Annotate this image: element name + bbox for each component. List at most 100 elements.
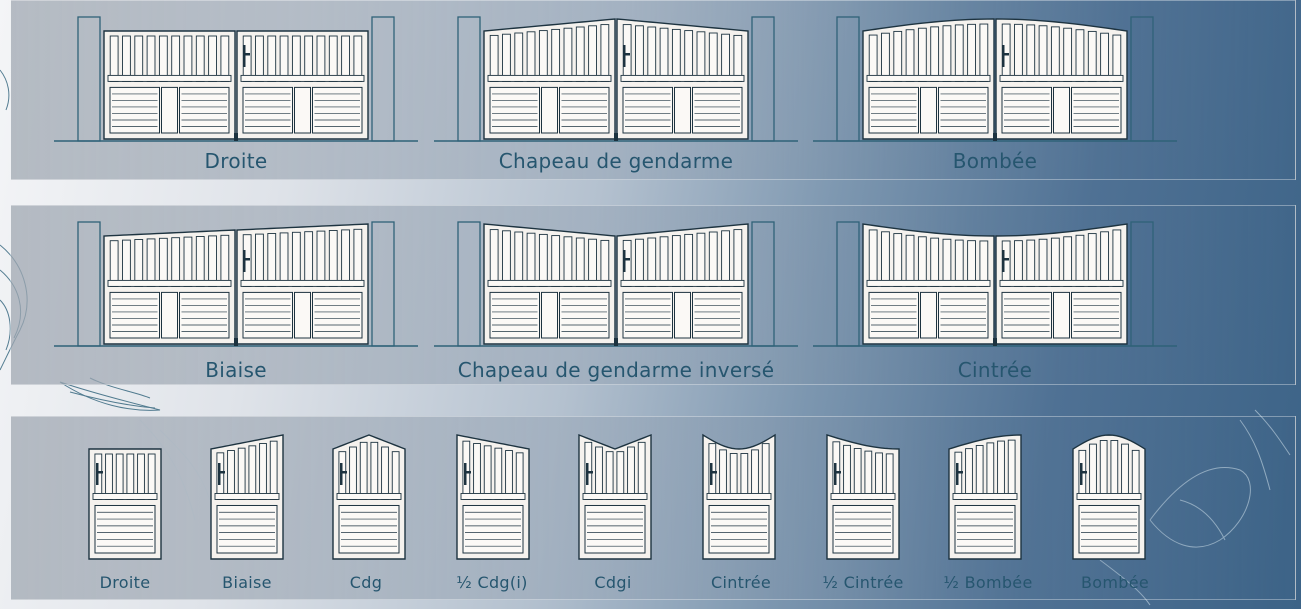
picket xyxy=(588,25,597,82)
lower-panel xyxy=(938,291,989,339)
picket xyxy=(575,26,585,82)
gate-label-droite: Droite xyxy=(204,149,268,173)
handle-icon xyxy=(1002,45,1005,67)
handle-lever-icon xyxy=(340,471,347,474)
picket xyxy=(134,35,144,82)
lower-panel xyxy=(584,504,646,554)
pillar xyxy=(371,16,395,142)
picket xyxy=(1050,26,1060,82)
picket xyxy=(761,443,770,500)
picket xyxy=(514,231,524,287)
row-panel-double-gates-1: Droite Chapeau de gendarme Bombée xyxy=(10,0,1296,180)
handle-lever-icon xyxy=(834,471,841,474)
handle-icon xyxy=(464,463,467,485)
picket xyxy=(115,453,124,500)
handle-icon xyxy=(340,463,343,485)
lower-panel xyxy=(832,504,894,554)
picket xyxy=(1026,24,1036,82)
lower-panel xyxy=(312,86,363,134)
handle-icon xyxy=(586,463,589,485)
rail xyxy=(582,493,648,500)
picket xyxy=(473,443,481,500)
double-gate-drawing xyxy=(434,221,798,347)
lower-panel xyxy=(489,86,540,134)
double-gate-drawing xyxy=(813,221,1177,347)
row-drawing xyxy=(54,16,1177,142)
rail xyxy=(240,74,365,82)
gate-label-cintree: Cintrée xyxy=(957,358,1033,382)
handle-lever-icon xyxy=(586,471,593,474)
gate-label-bombee: Bombée xyxy=(952,149,1038,173)
picket xyxy=(708,231,718,287)
picket xyxy=(1112,229,1122,287)
picket xyxy=(853,448,862,500)
picket xyxy=(147,453,156,500)
panel-divider xyxy=(541,291,558,339)
picket xyxy=(1089,443,1097,500)
rail xyxy=(866,74,991,82)
lower-panel xyxy=(938,86,989,134)
picket xyxy=(671,28,681,82)
rail xyxy=(240,279,365,287)
picket xyxy=(1038,238,1048,287)
lower-panel xyxy=(692,86,743,134)
picket xyxy=(1121,443,1129,500)
picket xyxy=(1087,30,1097,82)
picket xyxy=(635,238,644,287)
handle-icon xyxy=(834,463,837,485)
rail xyxy=(214,493,280,500)
handle-lever-icon xyxy=(243,258,250,261)
picket xyxy=(269,440,278,500)
picket xyxy=(563,236,573,287)
picket xyxy=(183,35,193,82)
pillar xyxy=(1130,221,1154,347)
picket xyxy=(965,448,973,500)
picket xyxy=(1014,23,1023,82)
picket xyxy=(600,24,610,82)
rail xyxy=(487,74,612,82)
picket xyxy=(868,34,878,82)
lower-panel xyxy=(462,504,524,554)
picket xyxy=(291,231,301,287)
lower-panel xyxy=(708,504,770,554)
picket xyxy=(248,445,257,500)
picket xyxy=(359,441,368,500)
picket xyxy=(954,24,964,82)
picket xyxy=(237,447,246,500)
picket xyxy=(122,35,131,82)
panel-divider xyxy=(674,291,691,339)
rail xyxy=(620,279,745,287)
center-stop xyxy=(614,133,618,141)
lower-panel xyxy=(868,291,919,339)
picket xyxy=(733,34,743,82)
panel-divider xyxy=(674,86,691,134)
handle-icon xyxy=(1002,250,1005,272)
lower-panel xyxy=(179,86,230,134)
picket xyxy=(864,450,873,500)
lower-panel xyxy=(312,291,363,339)
picket xyxy=(551,235,561,287)
picket xyxy=(304,231,314,287)
picket xyxy=(647,26,657,82)
picket xyxy=(721,230,730,287)
panel-divider xyxy=(920,291,937,339)
picket xyxy=(526,31,536,82)
picket xyxy=(146,35,156,82)
picket xyxy=(1110,440,1119,500)
handle-icon xyxy=(218,463,221,485)
picket xyxy=(893,233,903,287)
gate-label-cdg: Cdg xyxy=(349,573,383,592)
picket xyxy=(126,453,135,500)
pedestrian-gate-drawing xyxy=(1072,434,1146,560)
lower-panel xyxy=(109,291,160,339)
double-gate-drawing xyxy=(434,16,798,142)
picket xyxy=(575,237,585,287)
picket xyxy=(719,449,727,500)
handle-icon xyxy=(96,463,99,485)
pillar xyxy=(457,16,481,142)
panel-divider xyxy=(541,86,558,134)
pillar xyxy=(836,221,860,347)
row-drawing xyxy=(88,433,1146,560)
picket xyxy=(1063,236,1073,287)
lower-panel xyxy=(242,291,293,339)
